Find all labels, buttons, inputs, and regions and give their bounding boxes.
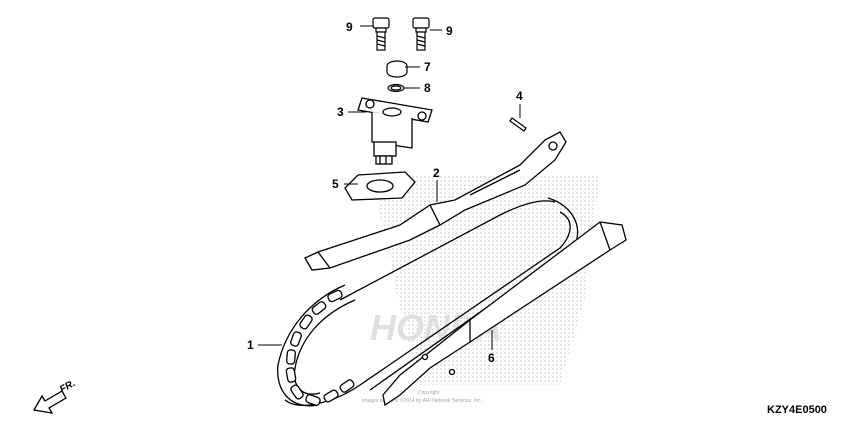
leader-lines [258,25,521,350]
callout-1: 1 [247,338,254,352]
pin [509,117,527,132]
bolt-left [372,17,390,51]
o-ring [387,83,405,93]
callout-8: 8 [424,81,431,95]
callout-4: 4 [516,89,523,103]
callout-9-left: 9 [346,20,353,34]
chain-guide [382,221,627,407]
front-label: FR. [58,378,77,396]
gasket [344,171,416,201]
bolt-right [412,17,430,51]
callout-5: 5 [332,177,339,191]
callout-6: 6 [488,351,495,365]
callout-2: 2 [433,166,440,180]
cam-chain [277,197,579,407]
callout-labels: 9 9 7 8 3 4 5 2 1 6 [247,20,523,365]
callout-9-right: 9 [446,24,453,38]
front-arrow-icon [32,390,67,414]
tensioner-arm [304,131,567,271]
sealing-bolt [386,60,408,78]
tensioner-lifter [357,97,433,165]
callout-7: 7 [424,60,431,74]
callout-3: 3 [337,105,344,119]
watermark-copyright-notice: Images and Text ©2014 by ARI Network Ser… [362,397,482,404]
diagram-code: KZY4E0500 [767,404,827,416]
watermark-copyright: Copyright [418,390,440,396]
front-direction-indicator: FR. [32,378,77,414]
